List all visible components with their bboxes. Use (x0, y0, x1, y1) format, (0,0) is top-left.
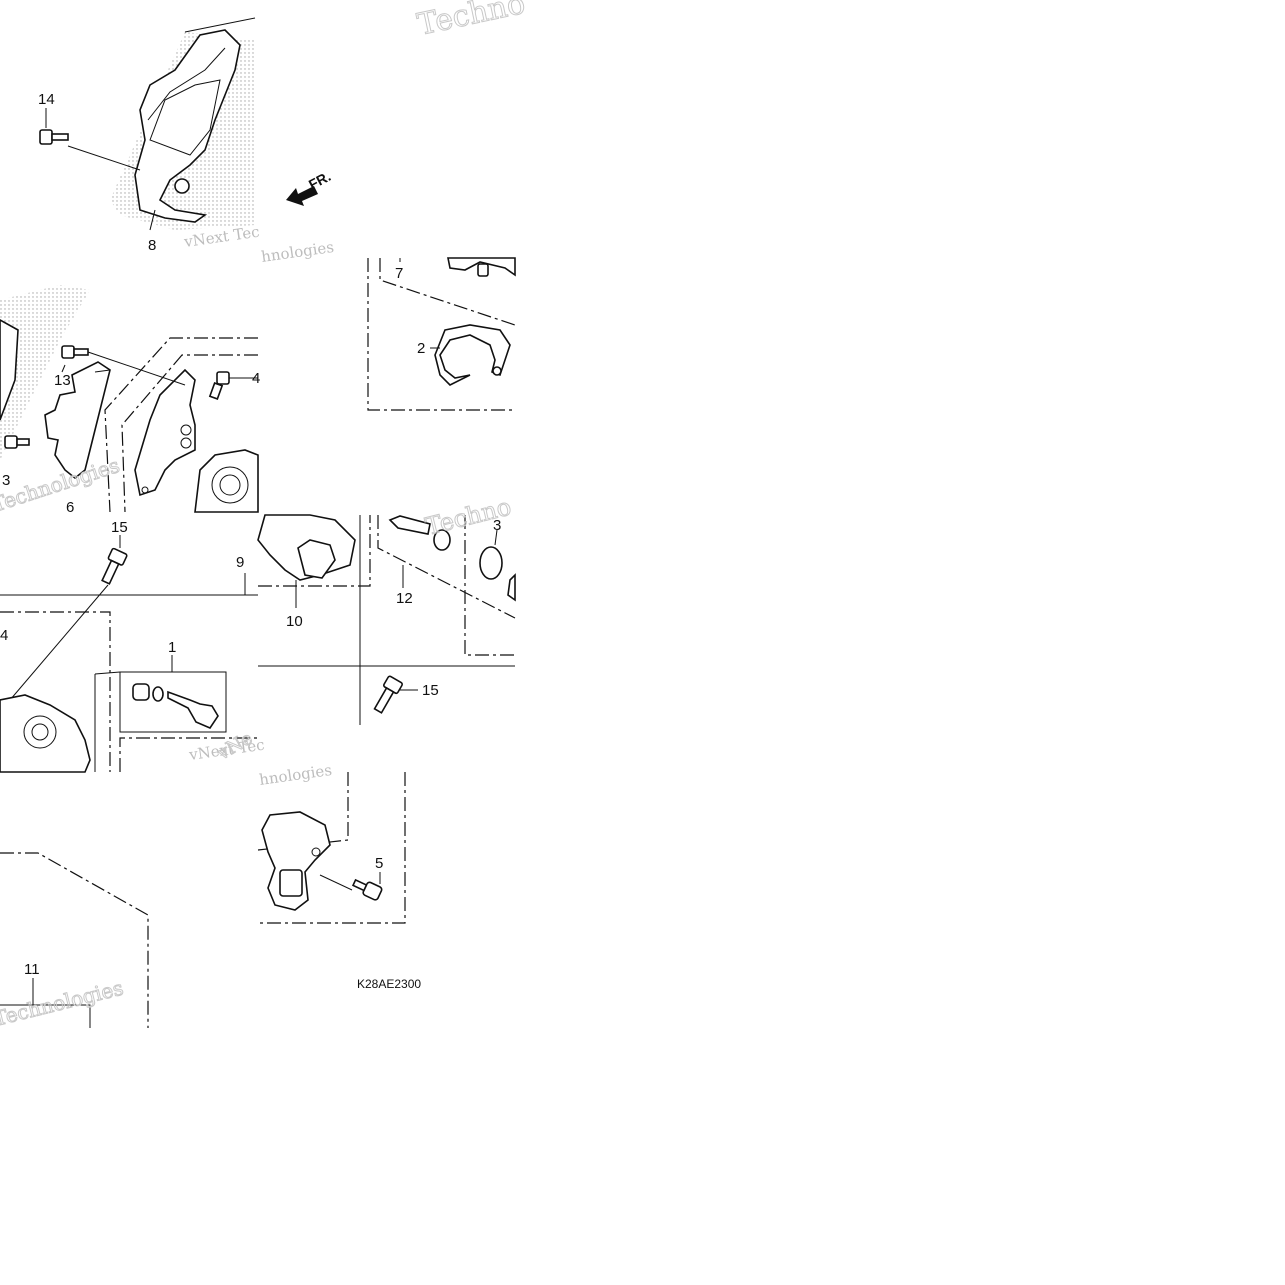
bolt-15b (373, 675, 403, 714)
hose-clamp-2 (434, 324, 511, 386)
tile-middle-right: 7 2 hnologies (260, 238, 516, 411)
tile-bottom-left: 11 Technologies (0, 852, 149, 1031)
callout-4b: 4 (0, 627, 8, 644)
callout-15: 15 (111, 519, 128, 536)
callout-11: 11 (24, 961, 40, 978)
callout-10: 10 (286, 613, 303, 630)
callout-6: 6 (66, 499, 74, 516)
callout-15b: 15 (422, 682, 439, 699)
idle-screw-1 (132, 683, 219, 729)
bolt-13 (61, 345, 89, 359)
callout-13: 13 (54, 372, 71, 389)
callout-5: 5 (375, 855, 383, 872)
bracket-6 (44, 361, 111, 480)
callout-3: 3 (2, 472, 10, 489)
watermark: Techno (414, 0, 528, 43)
callout-7: 7 (395, 265, 403, 282)
tile-bottom-right: 5 K28AE2300 hnologies vNe (213, 727, 422, 991)
figure-code: K28AE2300 (357, 977, 421, 991)
bolt-13b (4, 435, 30, 449)
callout-1: 1 (168, 639, 176, 656)
small-screw-7 (477, 263, 489, 277)
tile-top-left: 14 8 FR. vNext Tec Techno (38, 0, 529, 254)
o-ring-3 (479, 546, 503, 580)
throttle-body (194, 449, 259, 513)
throttle-body-lower (0, 694, 91, 773)
watermark: hnologies (260, 238, 335, 266)
shaft-pin-12 (388, 515, 451, 551)
callout-2: 2 (417, 340, 425, 357)
tile-middle-left: 13 4 3 6 Technologies (0, 285, 260, 517)
callout-8: 8 (148, 237, 156, 254)
front-direction-arrow-icon: FR. (286, 168, 333, 206)
callout-9: 9 (236, 554, 244, 571)
bolt-14 (39, 129, 69, 145)
bolt-15 (101, 547, 128, 585)
bolt-4 (208, 371, 230, 400)
air-guide-cover (134, 29, 241, 223)
bolt-5 (351, 878, 383, 901)
watermark: hnologies (258, 761, 333, 789)
watermark: Technologies (0, 976, 126, 1031)
callout-3b: 3 (493, 517, 501, 534)
callout-12: 12 (396, 590, 413, 607)
sensor-unit (261, 811, 331, 911)
tile-lower-right: 10 12 3 15 Techno (257, 492, 516, 725)
callout-14: 14 (38, 91, 55, 108)
sensor-connector-10 (297, 539, 336, 579)
tile-lower-left: 15 9 4 1 vNext Tec (0, 519, 266, 773)
bracket-plate (134, 368, 196, 497)
callout-4: 4 (252, 370, 260, 387)
